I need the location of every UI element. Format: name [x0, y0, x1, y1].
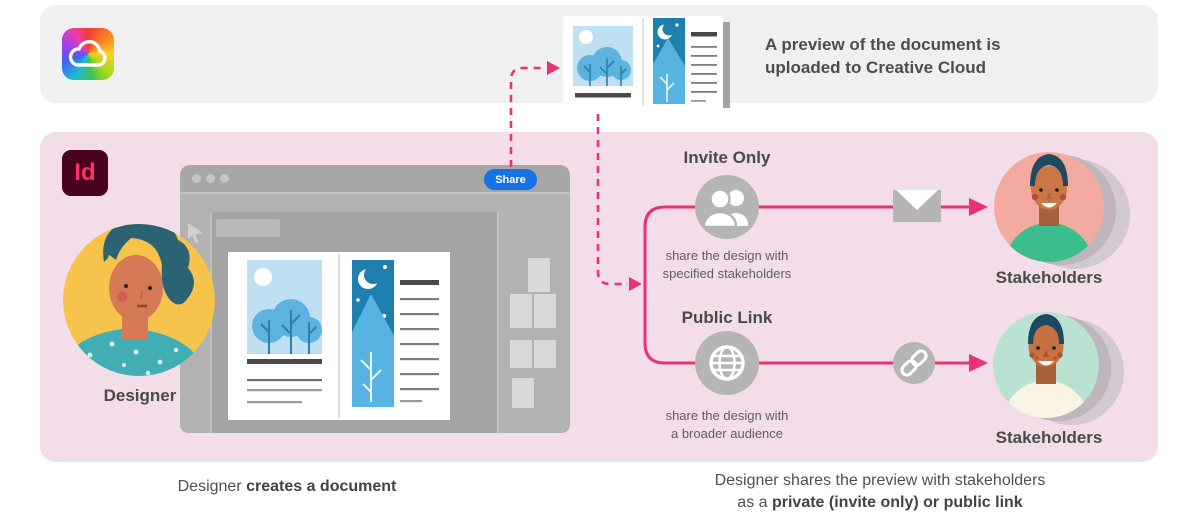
upload-note-line2: uploaded to Creative Cloud — [765, 58, 987, 77]
preview-left-page-art — [573, 26, 633, 98]
window-titlebar: Share — [180, 165, 570, 192]
caption-right-line2: as a private (invite only) or public lin… — [650, 492, 1110, 514]
invite-only-description: share the design with specified stakehol… — [627, 247, 827, 282]
invite-desc-line2: specified stakeholders — [662, 265, 792, 281]
caption-right-prefix: as a — [737, 494, 772, 511]
designer-label: Designer — [103, 386, 177, 405]
indesign-icon: Id — [62, 150, 108, 196]
window-dot — [192, 174, 201, 183]
cursor-icon — [188, 223, 203, 244]
document-tab — [216, 219, 280, 237]
invite-desc-line1: share the design with — [665, 248, 789, 263]
indesign-icon-label: Id — [74, 159, 96, 186]
window-dot — [206, 174, 215, 183]
panel-thumbnail — [510, 294, 532, 328]
document-preview — [563, 16, 733, 110]
panels-sidebar — [497, 212, 570, 433]
cloud-glyph — [68, 39, 107, 67]
caption-right-bold: private (invite only) or public link — [771, 494, 1023, 511]
share-button[interactable]: Share — [484, 169, 537, 190]
stakeholders-invite-label: Stakeholders — [995, 268, 1103, 287]
upload-note: A preview of the document is uploaded to… — [765, 33, 1045, 79]
window-dot — [220, 174, 229, 183]
stakeholders-public-label: Stakeholders — [995, 428, 1103, 447]
panel-thumbnail — [534, 294, 556, 328]
caption-right-line1: Designer shares the preview with stakeho… — [714, 472, 1046, 489]
creative-cloud-icon — [62, 28, 114, 80]
preview-right-page-art — [653, 18, 717, 104]
public-desc-line2: a broader audience — [670, 425, 784, 441]
window-controls — [192, 174, 229, 183]
panel-thumbnail — [510, 340, 532, 368]
panel-thumbnail — [528, 258, 550, 292]
panel-thumbnail — [534, 340, 556, 368]
public-link-title: Public Link — [681, 308, 773, 327]
spread-left-page-art — [247, 260, 322, 404]
panel-thumbnail — [512, 378, 534, 408]
indesign-window: Share — [180, 165, 570, 433]
public-desc-line1: share the design with — [665, 408, 789, 423]
public-link-description: share the design with a broader audience — [627, 407, 827, 442]
share-button-label: Share — [495, 173, 526, 186]
window-menubar — [180, 192, 570, 212]
document-canvas — [212, 212, 497, 433]
caption-left-prefix: Designer — [177, 478, 247, 495]
document-spread — [228, 252, 450, 420]
caption-create-document: Designer creates a document — [107, 476, 467, 498]
caption-left-bold: creates a document — [246, 478, 397, 495]
spread-right-page-art — [352, 260, 439, 407]
upload-note-line1: A preview of the document is — [765, 35, 1001, 54]
invite-only-title: Invite Only — [683, 148, 771, 167]
caption-share-preview: Designer shares the preview with stakeho… — [650, 470, 1110, 514]
